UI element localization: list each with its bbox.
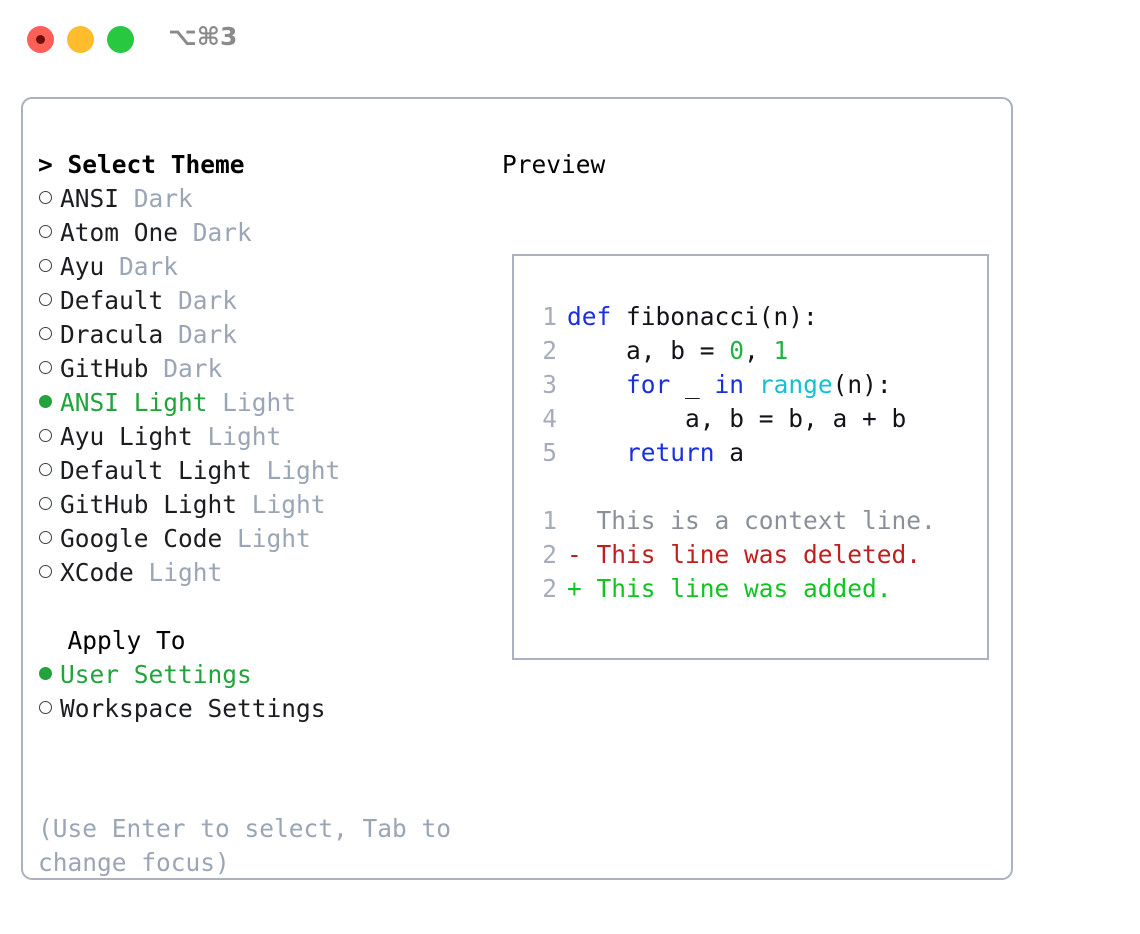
theme-option-label: Atom One [60,218,179,247]
code-line-4: 5 return a [531,436,936,470]
line-number: 2 [542,336,557,365]
window-controls [27,26,134,53]
theme-option-2[interactable]: Ayu Dark [38,250,508,284]
theme-option-variant: Dark [104,252,179,281]
line-number: 1 [542,506,557,535]
code-token: (n): [832,370,892,399]
apply-to-header: Apply To [38,626,186,655]
section-spacer [38,590,508,624]
theme-option-variant: Dark [178,218,252,247]
apply-option-1[interactable]: Workspace Settings [38,692,508,726]
code-line-1: 2 a, b = 0, 1 [531,334,936,368]
code-token: return [626,438,715,467]
diff-text: This is a context line. [567,506,936,535]
title-bar: ⌥⌘3 [0,0,1140,78]
code-token: 1 [773,336,789,365]
theme-option-label: Ayu [60,252,105,281]
theme-option-label: GitHub [60,354,149,383]
code-token: a, b = [567,336,730,365]
theme-option-label: GitHub Light [60,490,238,519]
apply-option-label: User Settings [60,660,252,689]
preview-title: Preview [502,150,606,179]
line-number: 4 [542,404,557,433]
maximize-button[interactable] [107,26,134,53]
line-number: 2 [542,540,557,569]
select-theme-header: > Select Theme [38,150,245,179]
code-blank-line [531,470,936,504]
theme-option-variant: Light [133,558,223,587]
theme-option-6[interactable]: ANSI Light Light [38,386,508,420]
theme-option-variant: Dark [119,184,193,213]
theme-option-label: Ayu Light [60,422,193,451]
code-token [744,370,759,399]
theme-option-variant: Light [251,456,341,485]
theme-option-variant: Dark [148,354,223,383]
apply-option-label: Workspace Settings [60,694,326,723]
keyboard-shortcut-label: ⌥⌘3 [168,22,238,51]
diff-line-0: 1 This is a context line. [531,504,936,538]
theme-option-variant: Light [222,524,311,553]
apply-option-0[interactable]: User Settings [38,658,508,692]
theme-option-7[interactable]: Ayu Light Light [38,420,508,454]
theme-option-label: Default Light [60,456,252,485]
line-number: 5 [542,438,557,467]
theme-option-label: Google Code [60,524,223,553]
theme-option-3[interactable]: Default Dark [38,284,508,318]
code-token: in [714,370,745,399]
line-number: 1 [542,302,557,331]
code-token: _ [670,370,715,399]
close-button[interactable] [27,26,54,53]
diff-text: + This line was added. [567,574,892,603]
theme-option-variant: Dark [163,286,238,315]
theme-option-variant: Light [192,422,282,451]
keyboard-hint-text: (Use Enter to select, Tab to change focu… [38,814,452,877]
theme-option-5[interactable]: GitHub Dark [38,352,508,386]
theme-option-1[interactable]: Atom One Dark [38,216,508,250]
code-token: def [567,302,612,331]
code-token: range [758,370,833,399]
code-line-3: 4 a, b = b, a + b [531,402,936,436]
theme-option-9[interactable]: GitHub Light Light [38,488,508,522]
code-line-2: 3 for _ in range(n): [531,368,936,402]
code-token: for [626,370,671,399]
code-line-0: 1 def fibonacci(n): [531,300,936,334]
diff-line-2: 2 + This line was added. [531,572,936,606]
line-number: 2 [542,574,557,603]
diff-line-1: 2 - This line was deleted. [531,538,936,572]
theme-option-8[interactable]: Default Light Light [38,454,508,488]
theme-option-10[interactable]: Google Code Light [38,522,508,556]
theme-option-11[interactable]: XCode Light [38,556,508,590]
theme-option-label: ANSI [60,184,120,213]
code-token: a [714,438,745,467]
code-token [567,370,626,399]
code-token: , [744,336,774,365]
theme-option-label: Dracula [60,320,164,349]
theme-option-label: XCode [60,558,134,587]
code-token: fibonacci(n): [611,302,818,331]
line-number: 3 [542,370,557,399]
theme-option-label: Default [60,286,164,315]
theme-option-variant: Light [207,388,297,417]
theme-option-variant: Dark [163,320,238,349]
code-token: a, b = b, a + b [567,404,907,433]
code-token: 0 [729,336,745,365]
theme-option-4[interactable]: Dracula Dark [38,318,508,352]
theme-option-label: ANSI Light [60,388,208,417]
theme-option-0[interactable]: ANSI Dark [38,182,508,216]
code-token [567,438,626,467]
theme-option-variant: Light [237,490,326,519]
diff-text: - This line was deleted. [567,540,922,569]
minimize-button[interactable] [67,26,94,53]
